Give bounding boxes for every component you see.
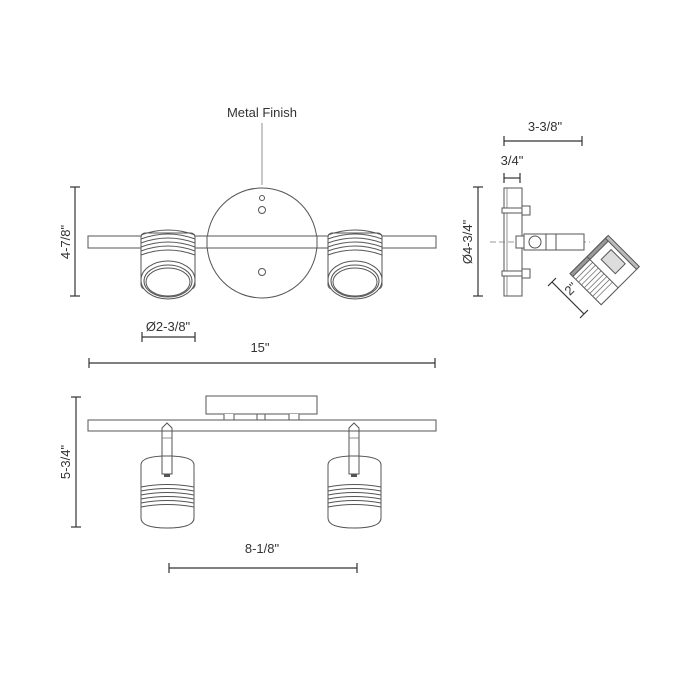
canopy-diameter-dimension: Ø4-3/4" [460, 186, 483, 297]
canopy-hole [258, 206, 266, 214]
light-head-left [140, 229, 196, 300]
svg-text:3/4": 3/4" [501, 153, 524, 168]
svg-text:8-1/8": 8-1/8" [245, 541, 280, 556]
canopy-edge [205, 395, 318, 415]
fixture-bar [87, 419, 437, 432]
svg-text:15": 15" [250, 340, 269, 355]
height-dimension-front: 4-7/8" [58, 186, 80, 297]
elevation-view: 5-3/4" 8-1/8" [58, 395, 437, 573]
metal-finish-callout: Metal Finish [227, 105, 297, 120]
svg-text:3-3/8": 3-3/8" [528, 119, 563, 134]
svg-text:Ø4-3/4": Ø4-3/4" [460, 219, 475, 264]
svg-text:4-7/8": 4-7/8" [58, 224, 73, 259]
fixture-bar [87, 235, 437, 249]
light-head-right [327, 229, 383, 300]
depth-dimension: 3-3/8" [503, 119, 583, 146]
light-head-right [327, 422, 382, 529]
mounting-screw [501, 205, 531, 216]
front-view: Metal Finish [58, 105, 437, 368]
head-spacing-dimension: 8-1/8" [168, 541, 358, 573]
canopy-hole [258, 268, 266, 276]
arm-nut [515, 235, 525, 249]
canopy-nipple [256, 413, 266, 421]
canopy-hole [259, 195, 265, 201]
head-diameter-dimension: Ø2-3/8" [141, 319, 196, 342]
svg-text:5-3/4": 5-3/4" [58, 444, 73, 479]
height-dimension-elevation: 5-3/4" [58, 396, 81, 528]
light-head-left [140, 422, 195, 529]
width-dimension: 15" [88, 340, 436, 368]
light-head-tilted [569, 234, 641, 306]
svg-text:Ø2-3/8": Ø2-3/8" [146, 319, 191, 334]
canopy-depth-dimension: 3/4" [501, 153, 524, 183]
mounting-screw [501, 268, 531, 279]
arm-pivot [528, 235, 542, 249]
side-view: 3-3/8" 3/4" Ø4-3/4" [460, 119, 641, 319]
